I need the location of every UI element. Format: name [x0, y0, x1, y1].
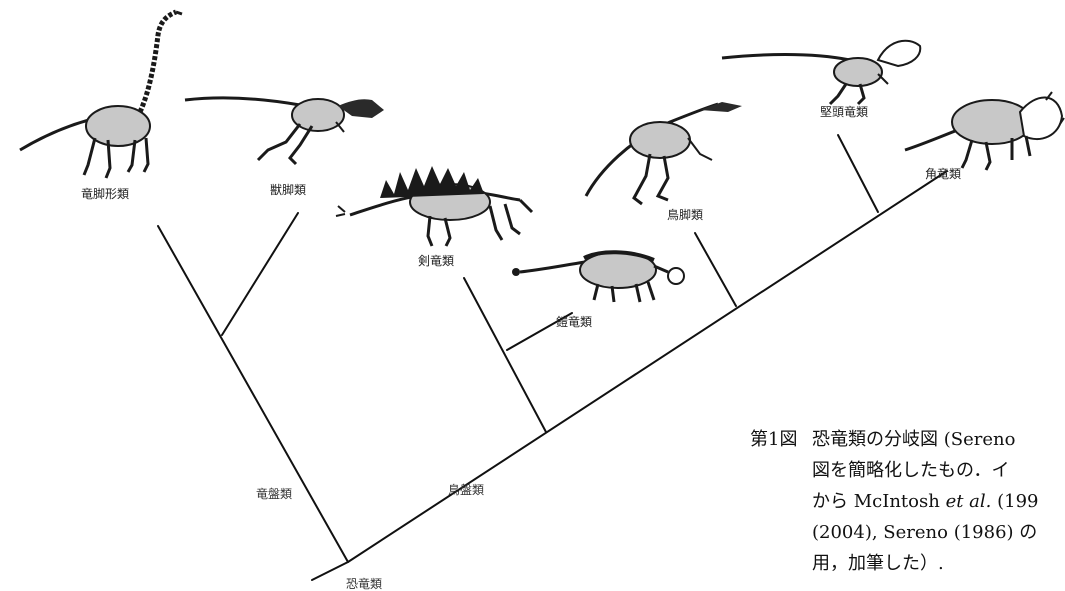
label-theropoda: 獣脚類 — [270, 182, 306, 197]
stegosaur-skeleton-icon — [336, 166, 532, 246]
ceratopsian-skeleton-icon — [905, 92, 1064, 170]
label-stegosauria: 剣竜類 — [418, 254, 454, 268]
caption-text-4: (2004), Sereno (1986) の — [812, 522, 1037, 543]
caption-text-2: 図を簡略化したもの．イ — [812, 460, 1009, 481]
figure-caption: 第1図恐竜類の分岐図 (Sereno 図を簡略化したもの．イ から McInto… — [750, 424, 1065, 579]
caption-text-5: 用，加筆した）. — [812, 553, 944, 574]
label-dinosauria: 恐竜類 — [346, 577, 382, 591]
caption-line-2: 図を簡略化したもの．イ — [750, 455, 1065, 486]
caption-line-3: から McIntosh et al. (199 — [750, 486, 1065, 517]
pachycephalosaur-skeleton-icon — [722, 41, 920, 104]
root-branch — [312, 562, 348, 580]
label-saurischia: 竜盤類 — [256, 487, 292, 501]
theropoda-branch — [222, 213, 298, 335]
caption-text-3a: から McIntosh — [812, 491, 946, 512]
thyreophora-branch — [464, 278, 546, 432]
theropod-skeleton-icon — [185, 98, 384, 164]
caption-line-4: (2004), Sereno (1986) の — [750, 517, 1065, 548]
caption-figure-number: 第1図 — [750, 424, 812, 455]
caption-text-1: 恐竜類の分岐図 (Sereno — [812, 429, 1015, 450]
saurischia-branch — [158, 226, 348, 562]
label-ceratopsia: 角竜類 — [925, 167, 961, 181]
label-ankylosauria: 鎧竜類 — [556, 314, 592, 329]
label-ornithopoda: 鳥脚類 — [667, 207, 703, 222]
ankylosaur-skeleton-icon — [512, 252, 684, 302]
ornithopod-skeleton-icon — [586, 102, 742, 204]
caption-line-5: 用，加筆した）. — [750, 548, 1065, 579]
label-pachycephalosauria: 堅頭竜類 — [820, 105, 868, 119]
caption-text-3b: et al. — [946, 491, 992, 512]
caption-text-3c: (199 — [991, 491, 1038, 512]
label-ornithischia: 鳥盤類 — [448, 482, 484, 497]
sauropodomorph-skeleton-icon — [20, 12, 182, 178]
caption-line-1: 第1図恐竜類の分岐図 (Sereno — [750, 424, 1065, 455]
label-sauropodomorpha: 竜脚形類 — [81, 186, 129, 201]
marginocephalia-branch — [838, 135, 878, 212]
ornithopoda-branch — [695, 233, 736, 306]
